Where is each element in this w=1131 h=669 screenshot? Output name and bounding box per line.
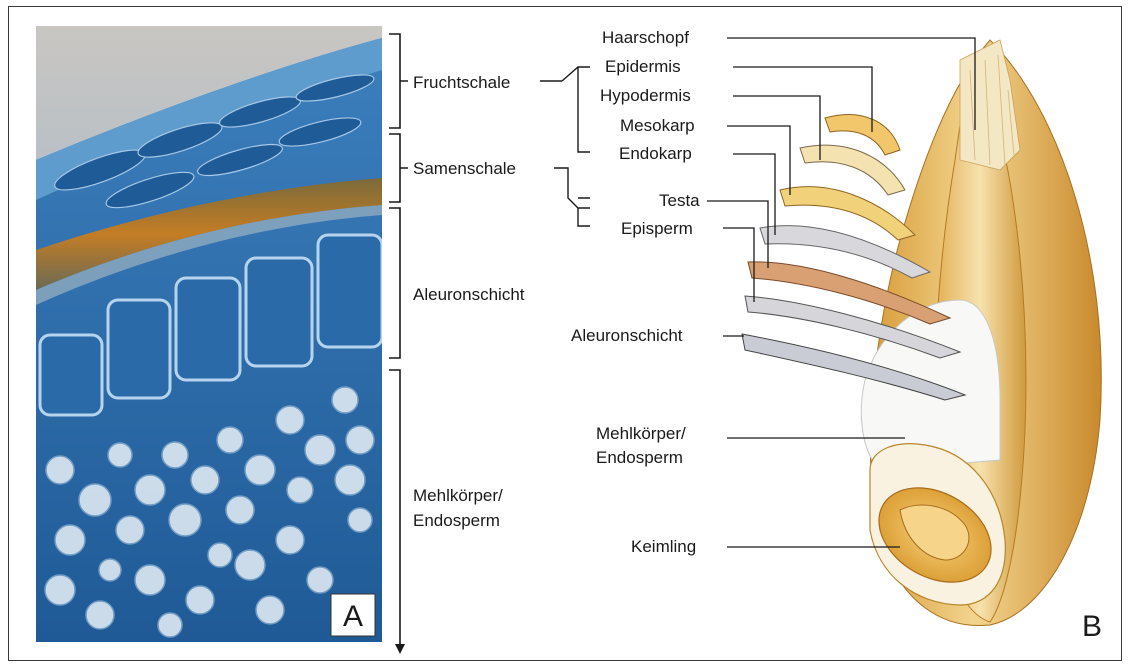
label-hypodermis: Hypodermis — [600, 86, 691, 105]
micrograph-image — [36, 26, 382, 642]
label-mehlkoerper-line1: Mehlkörper/ — [413, 486, 503, 505]
label-keimling: Keimling — [631, 537, 696, 556]
fruchtschale-bracket — [389, 34, 408, 128]
label-endokarp: Endokarp — [619, 144, 692, 163]
leader-endokarp — [733, 154, 775, 235]
label-haarschopf: Haarschopf — [602, 28, 689, 47]
leader-mesokarp — [727, 126, 790, 195]
samenschale-bracket — [389, 134, 408, 202]
fruchtschale-connector — [540, 67, 590, 152]
label-mehlkoerper-b-line2: Endosperm — [596, 448, 683, 467]
label-samenschale: Samenschale — [413, 159, 516, 178]
label-mehlkoerper-b-line1: Mehlkörper/ — [596, 424, 686, 443]
mehlkoerper-axis — [389, 370, 400, 645]
grain-illustration — [742, 40, 1101, 626]
label-fruchtschale: Fruchtschale — [413, 73, 510, 92]
panel-b-letter: B — [1082, 610, 1102, 643]
label-mesokarp: Mesokarp — [620, 116, 695, 135]
panel-a-brackets — [389, 34, 408, 645]
samenschale-connector — [554, 168, 590, 226]
panel-a-letter: A — [343, 600, 363, 633]
label-mehlkoerper-line2: Endosperm — [413, 511, 500, 530]
label-testa: Testa — [659, 191, 700, 210]
label-epidermis: Epidermis — [605, 57, 681, 76]
mehlkoerper-arrow-icon — [395, 644, 405, 654]
group-connectors — [540, 67, 590, 226]
label-episperm: Episperm — [621, 219, 693, 238]
label-aleuronschicht: Aleuronschicht — [413, 285, 525, 304]
leader-testa — [707, 201, 768, 268]
aleuronschicht-bracket — [389, 208, 400, 358]
label-aleuronschicht-b: Aleuronschicht — [571, 326, 683, 345]
